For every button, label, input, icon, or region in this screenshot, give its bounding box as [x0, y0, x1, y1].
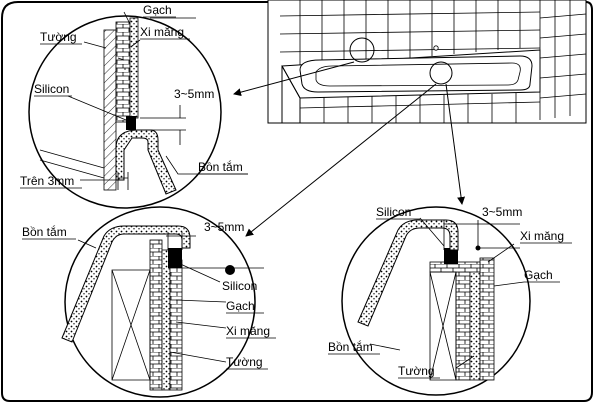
- label-above: Trên 3mm: [20, 174, 74, 188]
- label-wall: Tường: [40, 30, 77, 44]
- label-bathtub: Bồn tắm: [22, 224, 67, 239]
- label-wall: Tường: [226, 355, 263, 369]
- label-tile: Gạch: [226, 299, 255, 313]
- label-silicon: Silicon: [34, 82, 69, 96]
- label-silicon: Silicon: [376, 205, 411, 219]
- label-cement: Xi măng: [226, 324, 270, 338]
- label-bathtub: Bồn tắm: [328, 339, 373, 354]
- detail-bottom-right: Silicon 3~5mm Xi măng Gạch Bồn tắm Tường: [328, 205, 572, 396]
- label-tile: Gạch: [524, 268, 553, 282]
- label-cement: Xi măng: [520, 229, 564, 243]
- label-silicon: Silicon: [222, 279, 257, 293]
- detail-bottom-left: Bồn tắm 3~5mm Silicon Gạch Xi măng Tường: [22, 206, 276, 398]
- arrow-to-top-detail: [233, 61, 355, 97]
- detail-marker-left: [349, 37, 375, 63]
- label-gap: 3~5mm: [482, 205, 522, 219]
- label-bathtub: Bồn tắm: [198, 159, 243, 174]
- detail-marker-right: [429, 61, 453, 85]
- detail-top-left: Tường Gạch Xi măng Silicon 3~5mm Bồn tắm…: [20, 3, 248, 209]
- label-tile: Gạch: [143, 3, 172, 17]
- label-wall: Tường: [398, 364, 435, 378]
- label-cement: Xi măng: [140, 25, 184, 39]
- label-gap: 3~5mm: [204, 220, 244, 234]
- arrow-to-right-detail: [445, 83, 466, 205]
- bathtub-perspective: [267, 0, 587, 124]
- arrow-to-left-detail: [245, 83, 437, 237]
- label-gap: 3~5mm: [174, 87, 214, 101]
